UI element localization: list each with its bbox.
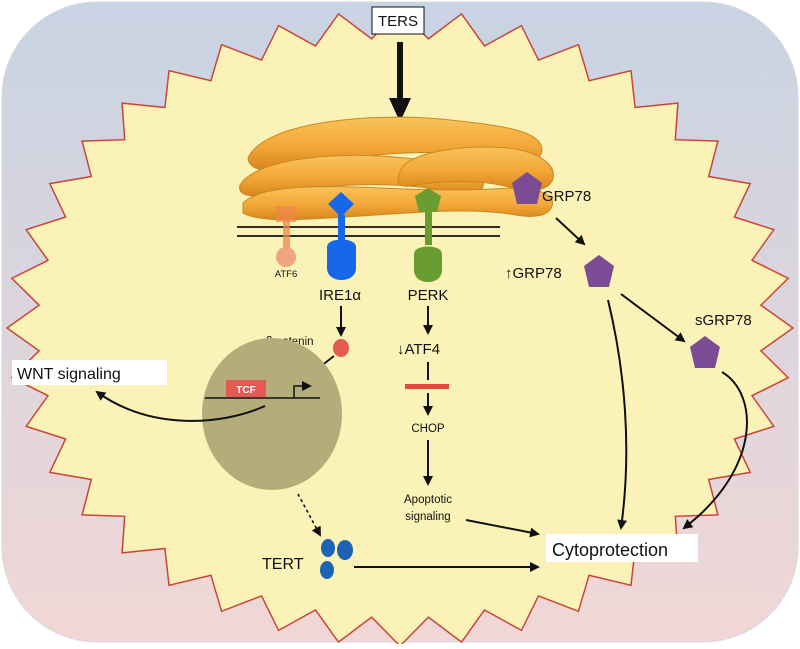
nucleus	[202, 338, 342, 490]
grp78-label: GRP78	[542, 188, 591, 205]
atf6-receptor	[276, 206, 296, 267]
grp78-to-sgrp78-arrow	[620, 293, 686, 343]
atf6-label: ATF6	[275, 269, 298, 280]
sgrp78-to-cytoprotection-arrow	[682, 371, 748, 530]
grp78-er-icon	[512, 172, 542, 204]
apoptotic-label-line1: Apoptotic	[404, 494, 452, 506]
perk-label: PERK	[408, 287, 449, 304]
ters-label: TERS	[378, 13, 418, 30]
wnt-signaling-box	[12, 360, 167, 385]
wnt-signaling-label: WNT signaling	[17, 366, 121, 383]
tert-icon	[320, 539, 353, 579]
perk-receptor	[414, 188, 442, 282]
ire1a-receptor	[327, 192, 356, 280]
cytoprotection-label: Cytoprotection	[552, 540, 668, 560]
cytoprotection-box	[546, 534, 698, 562]
ters-box	[371, 6, 425, 35]
apoptotic-to-cytoprotection-arrow	[465, 519, 540, 538]
sgrp78-icon	[690, 336, 720, 368]
atf4-inhibition-bar	[405, 384, 449, 389]
grp78-to-up-arrow	[555, 217, 586, 246]
tcf-box	[226, 380, 266, 397]
ire1a-label: IRE1α	[319, 287, 361, 304]
endoplasmic-reticulum	[239, 116, 554, 221]
grp78-up-icon	[584, 255, 614, 287]
nucleus-to-tert-dashed-arrow	[297, 493, 321, 537]
beta-catenin-icon	[333, 339, 349, 357]
tert-label: TERT	[262, 556, 304, 573]
atf4-label: ↓ATF4	[397, 341, 440, 358]
nucleus-to-wnt-arrow	[95, 390, 266, 422]
grp78-to-cytoprotection-arrow	[607, 299, 628, 530]
transcription-start-arrow	[293, 381, 312, 398]
ters-arrow-head	[389, 98, 411, 122]
tcf-label: TCF	[236, 385, 255, 396]
grp78-up-label: ↑GRP78	[505, 265, 562, 282]
sgrp78-label: sGRP78	[695, 312, 752, 329]
chop-label: CHOP	[411, 423, 445, 435]
apoptotic-label-line2: signaling	[405, 511, 450, 523]
